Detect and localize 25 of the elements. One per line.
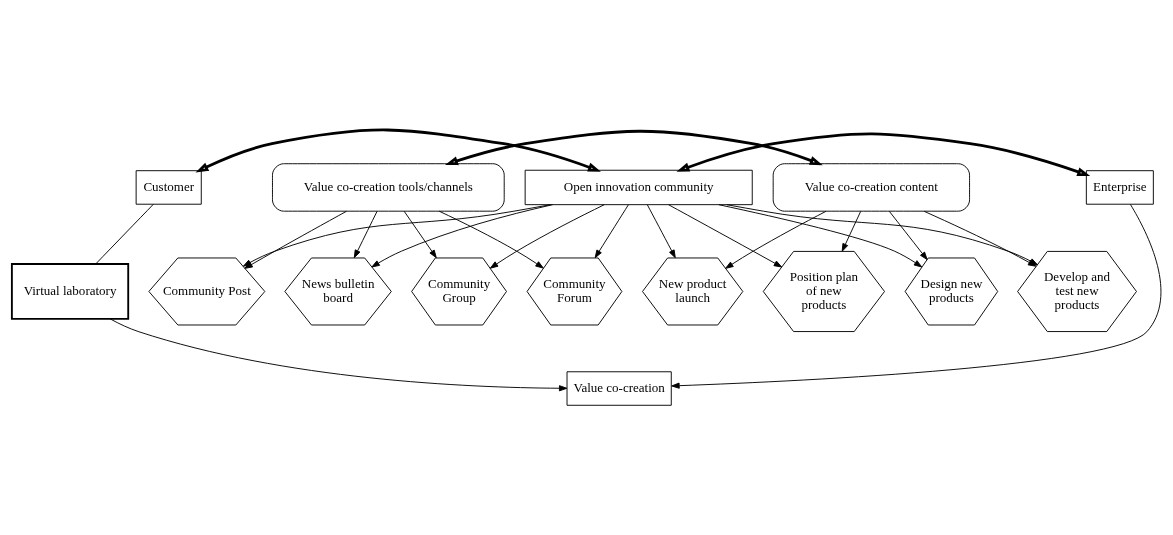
arrow — [841, 210, 862, 252]
arrow — [888, 210, 928, 261]
arrow — [353, 210, 378, 259]
connector — [95, 203, 154, 265]
arrow — [109, 318, 568, 392]
node-box: Enterprise — [1085, 170, 1154, 205]
arrow — [668, 204, 783, 268]
arrow — [403, 210, 437, 259]
node-box: Value co-creation tools/channels — [272, 163, 505, 212]
arrow — [594, 204, 629, 259]
arrow — [438, 210, 544, 269]
node-box: Value co-creation content — [772, 163, 970, 212]
arrow — [676, 132, 1091, 177]
node-box: Value co-creation — [566, 371, 672, 406]
arrow — [371, 204, 554, 268]
node-box: Virtual laboratory — [10, 263, 130, 320]
arrow — [489, 204, 605, 269]
arrow — [671, 204, 1162, 389]
node-box: Customer — [135, 170, 202, 205]
arrow — [725, 210, 827, 269]
arrow — [646, 204, 676, 259]
arrow — [445, 129, 823, 166]
arrow — [718, 204, 923, 268]
node-box: Open innovation community — [524, 169, 753, 206]
arrow — [195, 128, 601, 173]
